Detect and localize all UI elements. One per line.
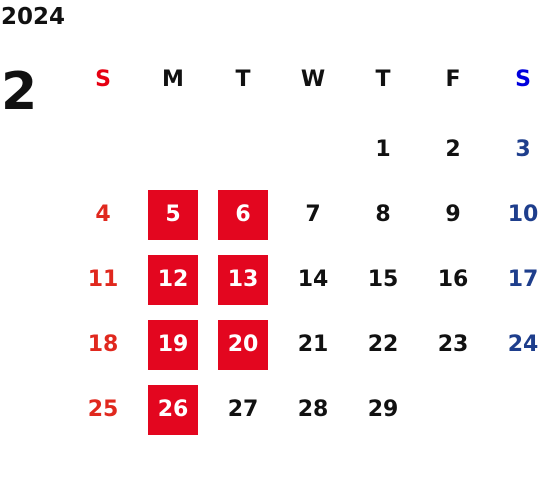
day-cell-9: 9 [445, 202, 461, 227]
weekday-friday: F [445, 67, 461, 92]
day-cell-28: 28 [297, 397, 329, 422]
weekday-wednesday: W [300, 67, 326, 92]
day-cell-4: 4 [95, 202, 111, 227]
day-cell-22: 22 [367, 332, 399, 357]
day-cell-26: 26 [148, 385, 198, 435]
day-cell-12: 12 [148, 255, 198, 305]
weekday-monday: M [162, 67, 184, 92]
day-cell-27: 27 [227, 397, 259, 422]
day-cell-21: 21 [297, 332, 329, 357]
weekday-tuesday: T [235, 67, 251, 92]
day-cell-24: 24 [507, 332, 539, 357]
day-cell-29: 29 [367, 397, 399, 422]
day-cell-11: 11 [87, 267, 119, 292]
day-cell-25: 25 [87, 397, 119, 422]
day-cell-15: 15 [367, 267, 399, 292]
month-number: 2 [1, 62, 38, 122]
day-cell-1: 1 [375, 137, 391, 162]
day-cell-10: 10 [507, 202, 539, 227]
weekday-sunday: S [95, 67, 111, 92]
day-cell-13: 13 [218, 255, 268, 305]
day-cell-20: 20 [218, 320, 268, 370]
day-cell-19: 19 [148, 320, 198, 370]
day-cell-5: 5 [148, 190, 198, 240]
day-cell-3: 3 [515, 137, 531, 162]
day-cell-8: 8 [375, 202, 391, 227]
weekday-saturday: S [515, 67, 531, 92]
year-label: 2024 [1, 4, 66, 30]
day-cell-16: 16 [437, 267, 469, 292]
day-cell-6: 6 [218, 190, 268, 240]
day-cell-14: 14 [297, 267, 329, 292]
day-cell-2: 2 [445, 137, 461, 162]
day-cell-18: 18 [87, 332, 119, 357]
weekday-thursday: T [375, 67, 391, 92]
day-cell-17: 17 [507, 267, 539, 292]
day-cell-7: 7 [305, 202, 321, 227]
day-cell-23: 23 [437, 332, 469, 357]
